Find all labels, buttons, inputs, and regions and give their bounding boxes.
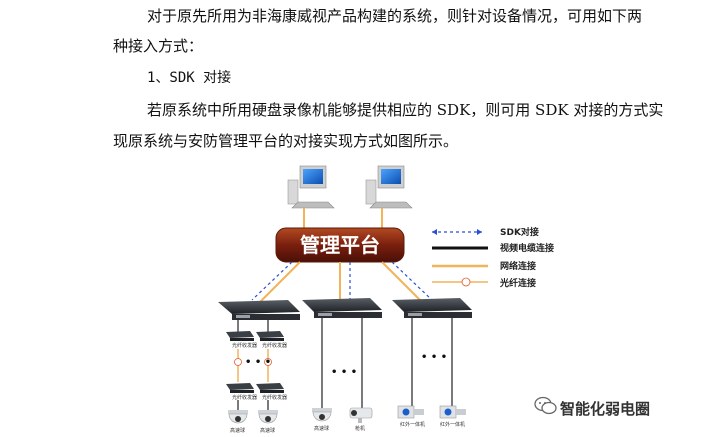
svg-text:高速球: 高速球 xyxy=(314,425,329,432)
ellipsis-right: • • • xyxy=(421,352,447,363)
fiber-transceiver-bottom-left: 光纤收发器 xyxy=(226,383,257,401)
dvr-middle xyxy=(302,298,382,318)
gun-camera-middle: 枪机 xyxy=(349,407,373,432)
platform-label: 管理平台 xyxy=(300,233,380,257)
client-computer-right xyxy=(365,165,413,209)
paragraph-line-1: 对于原先所用为非海康威视产品构建的系统，则针对设备情况，可用如下两 xyxy=(147,7,643,25)
fiber-transceiver-bottom-right: 光纤收发器 xyxy=(256,383,287,401)
legend-item-video-cable: 视频电缆连接 xyxy=(432,242,554,254)
svg-text:光纤收发器: 光纤收发器 xyxy=(232,342,257,349)
legend-item-fiber: 光纤连接 xyxy=(432,277,536,289)
paragraph-line-2: 种接入方式： xyxy=(113,37,204,55)
fiber-transceiver-top-left: 光纤收发器 xyxy=(226,331,257,349)
paragraph-line-3: 若原系统中所用硬盘录像机能够提供相应的 SDK，则可用 SDK 对接的方式实 xyxy=(147,101,664,119)
client-computer-left xyxy=(287,165,335,209)
svg-text:视频电缆连接: 视频电缆连接 xyxy=(500,242,554,254)
dvr-left xyxy=(218,300,300,320)
dome-camera-middle: 高速球 xyxy=(312,408,332,432)
dome-camera-left-2: 高速球 xyxy=(258,410,278,434)
watermark-text: 智能化弱电圈 xyxy=(560,400,651,418)
integrated-camera-right-2: 红外一体机 xyxy=(439,405,466,428)
paragraph-line-4: 现原系统与安防管理平台的对接实现方式如图所示。 xyxy=(113,132,459,150)
svg-text:光纤收发器: 光纤收发器 xyxy=(262,342,287,349)
diagram-legend: SDK对接 视频电缆连接 网络连接 光纤连接 xyxy=(432,226,554,289)
svg-text:枪机: 枪机 xyxy=(355,425,365,432)
legend-item-network: 网络连接 xyxy=(432,260,536,272)
svg-text:高速球: 高速球 xyxy=(260,427,275,434)
svg-text:光纤收发器: 光纤收发器 xyxy=(262,394,287,401)
fiber-transceiver-top-right: 光纤收发器 xyxy=(256,331,287,349)
section-heading: 1、SDK 对接 xyxy=(147,70,232,86)
svg-text:高速球: 高速球 xyxy=(230,427,245,434)
legend-item-sdk: SDK对接 xyxy=(432,226,539,238)
management-platform: 管理平台 xyxy=(275,227,405,263)
svg-text:光纤连接: 光纤连接 xyxy=(499,277,536,289)
dvr-right xyxy=(392,298,472,318)
integrated-camera-right-1: 红外一体机 xyxy=(397,405,425,428)
dome-camera-left-1: 高速球 xyxy=(228,410,248,434)
svg-text:红外一体机: 红外一体机 xyxy=(400,421,425,428)
svg-text:网络连接: 网络连接 xyxy=(500,260,536,272)
svg-text:红外一体机: 红外一体机 xyxy=(440,421,465,428)
ellipsis-fiber: • • • xyxy=(245,357,271,368)
svg-text:SDK对接: SDK对接 xyxy=(500,226,539,238)
ellipsis-middle: • • • xyxy=(331,367,357,378)
svg-text:光纤收发器: 光纤收发器 xyxy=(232,394,257,401)
wechat-icon xyxy=(534,396,557,415)
